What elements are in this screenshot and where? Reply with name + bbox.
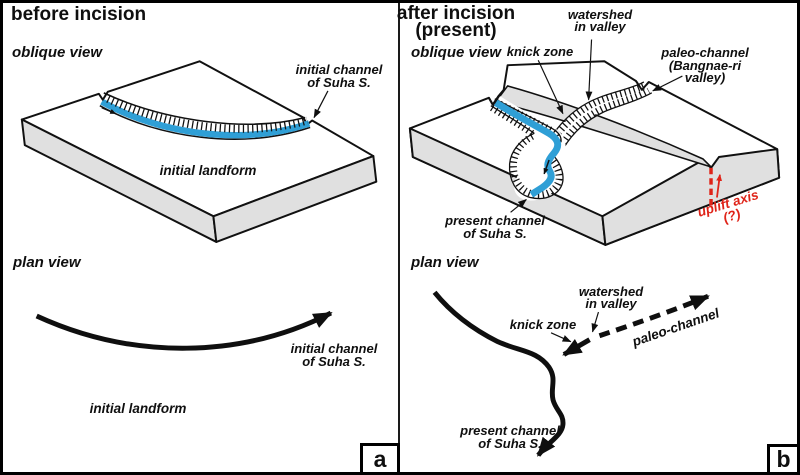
panel-a-letter: a: [360, 443, 400, 472]
knick-direction-arrow: [562, 337, 591, 357]
paleo-valley: [550, 80, 653, 150]
panel-b-letter: b: [767, 444, 797, 472]
diagram-artwork: [20, 39, 781, 457]
uplift-scarp: [494, 85, 712, 168]
initial-channel-oblique: [99, 92, 311, 140]
plan-view-b-curves: [432, 290, 710, 457]
panel-b-oblique-view-label: oblique view: [411, 44, 502, 61]
label-present-channel-plan: present channel of Suha S.: [460, 423, 560, 451]
uplift-axis-marks: [709, 167, 723, 207]
label-watershed-oblique: watershed in valley: [567, 7, 633, 34]
label-initial-landform-plan: initial landform: [89, 401, 187, 416]
block-initial-landform: [20, 60, 378, 243]
label-present-channel-oblique: present channel of Suha S.: [445, 213, 545, 241]
leader-arrows-b-oblique: [510, 39, 683, 213]
panel-divider: [398, 3, 400, 472]
panel-b-plan-view-label: plan view: [411, 254, 479, 271]
label-initial-channel-plan: initial channel of Suha S.: [290, 341, 378, 369]
panel-b-title: after incision (present): [396, 3, 516, 41]
panel-a-title: before incision: [11, 4, 147, 25]
flow-arrow-a: [101, 106, 117, 115]
label-watershed-plan: watershed in valley: [578, 284, 644, 311]
paleo-channel-plan-curve: [598, 293, 710, 339]
panel-a-oblique-view-label: oblique view: [12, 44, 103, 61]
label-initial-channel-oblique: initial channel of Suha S.: [295, 62, 383, 90]
uplift-arrow: [716, 174, 723, 198]
present-channel-water: [493, 99, 562, 198]
flow-arrow-b: [543, 159, 550, 175]
leader-initial-channel-a: [313, 90, 329, 119]
panel-a-plan-view-label: plan view: [13, 254, 81, 271]
label-knick-zone-oblique: knick zone: [506, 44, 574, 59]
label-initial-landform-oblique: initial landform: [159, 163, 257, 178]
initial-channel-plan: [35, 310, 333, 351]
present-channel-plan-curve: [432, 290, 566, 457]
label-paleo-channel-oblique: paleo-channel (Bangnae-ri valley): [661, 45, 749, 85]
incised-gorge: [488, 80, 650, 201]
label-knick-zone-plan: knick zone: [509, 317, 577, 332]
